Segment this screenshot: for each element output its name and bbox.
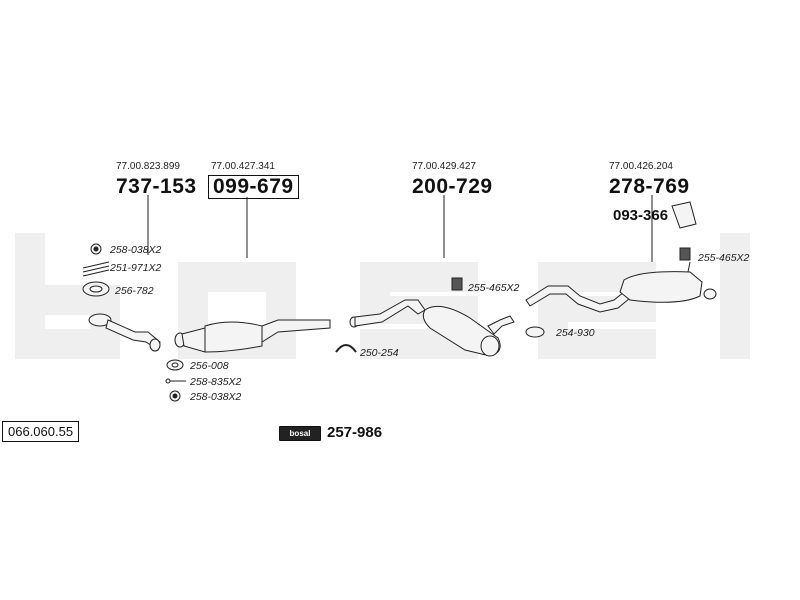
rear-muffler	[525, 261, 717, 313]
front-pipe	[88, 313, 161, 352]
accessory-label-5[interactable]: 258-835X2	[190, 376, 242, 388]
catalytic-converter	[174, 319, 331, 353]
part-number-3[interactable]: 200-729	[412, 175, 493, 198]
accessory-label-1[interactable]: 258-038X2	[110, 244, 162, 256]
leader-lines	[147, 195, 653, 262]
accessory-label-3[interactable]: 256-782	[115, 285, 154, 297]
oem-number-2: 77.00.427.341	[211, 161, 275, 172]
accessory-label-7[interactable]: 250-254	[360, 347, 399, 359]
accessory-label-6[interactable]: 258-038X2	[190, 391, 242, 403]
accessory-label-9[interactable]: 254-930	[556, 327, 595, 339]
accessory-label-2[interactable]: 251-971X2	[110, 262, 162, 274]
accessory-icons	[82, 201, 697, 402]
part-number-4[interactable]: 278-769	[609, 175, 690, 198]
bracket-part-number[interactable]: 093-366	[613, 207, 669, 224]
mounting-kit-number[interactable]: 257-986	[327, 424, 383, 441]
catalog-number: 066.060.55	[2, 421, 80, 442]
oem-number-3: 77.00.429.427	[412, 161, 476, 172]
middle-muffler	[349, 299, 515, 357]
accessory-label-10[interactable]: 255-465X2	[698, 252, 750, 264]
oem-number-4: 77.00.426.204	[609, 161, 673, 172]
accessory-label-8[interactable]: 255-465X2	[468, 282, 520, 294]
bosal-kit-logo: bosal	[279, 426, 321, 441]
part-number-1[interactable]: 737-153	[116, 175, 197, 198]
accessory-label-4[interactable]: 256-008	[190, 360, 229, 372]
oem-number-1: 77.00.823.899	[116, 161, 180, 172]
part-number-2[interactable]: 099-679	[208, 175, 299, 199]
